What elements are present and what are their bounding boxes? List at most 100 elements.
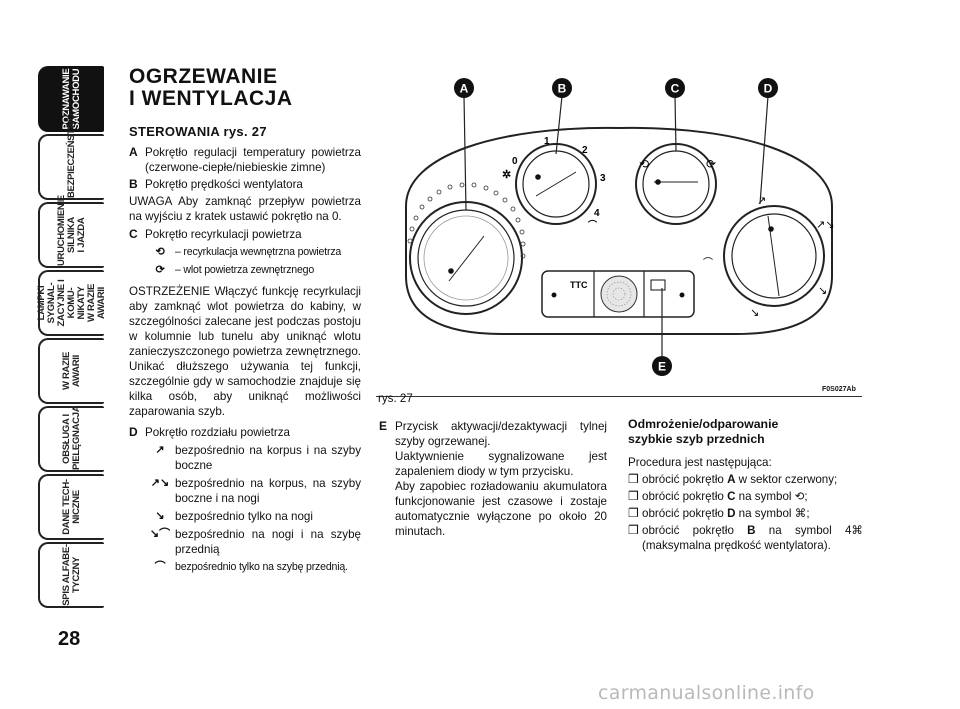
tab-uruchomienie[interactable]: URUCHOMIENIE SILNIKA I JAZDA xyxy=(38,195,104,268)
tab-dane-techniczne[interactable]: DANE TECH- NICZNE xyxy=(38,474,104,540)
callout-e: E xyxy=(652,356,672,376)
fan-speed-label: 1 xyxy=(544,136,550,147)
vent-face-feet-icon: ↗↘ xyxy=(150,477,170,489)
vent-feet-icon: ↘ xyxy=(818,284,827,297)
defrost-step: ❒ obrócić pokrętło A w sektor czerwony; xyxy=(628,472,863,487)
windshield-fan-icon: ⌒ xyxy=(587,219,598,230)
step-text: na symbol ⟲; xyxy=(735,490,808,503)
checkbox-icon: ❒ xyxy=(628,523,639,537)
checkbox-icon: ❒ xyxy=(628,506,639,520)
tab-label: URUCHOMIENIE SILNIKA I JAZDA xyxy=(56,195,87,266)
vent-face-feet-icon: ↗↘ xyxy=(816,218,834,231)
defrost-step: ❒ obrócić pokrętło B na symbol 4⌘ (maksy… xyxy=(628,523,863,553)
tab-label: LAMPKI SYGNAL- ZACYJNE I KOMU- NIKATY W … xyxy=(36,279,107,327)
watermark: carmanualsonline.info xyxy=(598,682,815,704)
control-key: D xyxy=(129,425,138,439)
warning-text: OSTRZEŻENIE Włączyć funkcję recyrkulacji… xyxy=(129,285,361,418)
symbol-text: bezpośrednio tylko na szybę przednią. xyxy=(175,561,348,573)
control-key: B xyxy=(129,177,138,191)
fan-speed-label: 3 xyxy=(600,173,606,184)
recirculation-icon: ⟲ xyxy=(639,157,649,171)
callout-label: E xyxy=(658,360,666,374)
callout-d: D xyxy=(758,78,778,98)
control-c: C Pokrętło recyrkulacji powietrza xyxy=(129,227,361,242)
d-symbol-body-side: ↗ bezpośrednio na korpus i na szyby bocz… xyxy=(129,443,361,473)
vent-feet-windshield-icon: ↘ xyxy=(750,306,759,319)
tab-label: SPIS ALFABE- TYCZNY xyxy=(61,544,82,606)
d-symbol-feet: ↘ bezpośrednio tylko na nogi xyxy=(129,509,361,524)
step-text: obrócić pokrętło xyxy=(642,473,728,486)
tab-label: DANE TECH- NICZNE xyxy=(61,479,82,535)
tab-lampki[interactable]: LAMPKI SYGNAL- ZACYJNE I KOMU- NIKATY W … xyxy=(36,270,107,336)
defrost-step: ❒ obrócić pokrętło D na symbol ⌘; xyxy=(628,506,863,521)
callout-c: C xyxy=(665,78,685,98)
defrost-step: ❒ obrócić pokrętło C na symbol ⟲; xyxy=(628,489,863,504)
control-text: Pokrętło recyrkulacji powietrza xyxy=(145,228,302,241)
checkbox-icon: ❒ xyxy=(628,489,639,503)
knob-a-temperature[interactable] xyxy=(409,201,523,315)
tab-label: BEZPIECZEŃSTWO xyxy=(66,113,77,198)
fan-speed-label: 4 xyxy=(594,208,600,219)
control-text: Przycisk aktywacji/dezaktywacji tylnej s… xyxy=(395,419,607,539)
knob-d-distribution[interactable]: ↗ ↗↘ ↘ ↘ ⌒ xyxy=(703,194,834,319)
knob-c-recirculation[interactable]: ⟲ ⟳ xyxy=(635,143,717,225)
d-symbol-feet-windshield: ↘⌒ bezpośrednio na nogi i na szybę przed… xyxy=(129,527,361,557)
control-e: E Przycisk aktywacji/dezaktywacji tylnej… xyxy=(379,419,607,539)
outside-air-icon: ⟳ xyxy=(706,157,716,171)
ttc-button[interactable]: TTC xyxy=(551,278,593,298)
control-key: A xyxy=(129,145,138,159)
rear-defrost-button[interactable] xyxy=(650,279,685,298)
control-b: B Pokrętło prędkości wentylatora xyxy=(129,177,361,192)
step-text: na symbol ⌘; xyxy=(735,507,810,520)
c-symbol-recirc: ⟲ – recyrkulacja wewnętrzna powietrza xyxy=(129,245,361,260)
control-text: Pokrętło prędkości wentylatora xyxy=(145,178,303,191)
symbol-text: bezpośrednio na korpus i na szyby boczne xyxy=(175,444,361,472)
step-key: D xyxy=(727,507,736,520)
tab-bezpieczenstwo[interactable]: BEZPIECZEŃSTWO xyxy=(38,113,104,200)
vent-feet-windshield-icon: ↘⌒ xyxy=(149,528,171,540)
defrost-intro: Procedura jest następująca: xyxy=(628,456,772,469)
step-text: obrócić pokrętło xyxy=(642,507,728,520)
page-number: 28 xyxy=(58,628,81,650)
step-text: obrócić pokrętło xyxy=(642,524,748,537)
symbol-text: bezpośrednio tylko na nogi xyxy=(175,510,313,523)
step-text: na symbol 4⌘ (maksymalna prędkość wentyl… xyxy=(642,524,863,552)
step-text: obrócić pokrętło xyxy=(642,490,728,503)
callout-b: B xyxy=(552,78,572,98)
knob-b-fan-speed[interactable] xyxy=(515,143,597,225)
windshield-icon: ⌒ xyxy=(154,561,166,573)
fan-icon: ✲ xyxy=(502,169,511,181)
step-key: C xyxy=(727,490,736,503)
control-text: Pokrętło rozdziału powietrza xyxy=(145,426,290,439)
step-key: B xyxy=(747,524,756,537)
checkbox-icon: ❒ xyxy=(628,472,639,486)
symbol-text: bezpośrednio na nogi i na szybę przednią xyxy=(175,528,361,556)
e-line: Aby zapobiec rozładowaniu akumulatora fu… xyxy=(395,480,607,538)
symbol-text: – recyrkulacja wewnętrzna powietrza xyxy=(175,246,342,258)
step-key: A xyxy=(727,473,736,486)
tab-obsluga[interactable]: OBSŁUGA I PIELĘGNACJA xyxy=(38,406,104,472)
control-key: E xyxy=(379,419,388,433)
page-title: OGRZEWANIE I WENTYLACJA xyxy=(129,65,293,110)
section-subhead: STEROWANIA rys. 27 xyxy=(129,124,267,139)
callout-label: D xyxy=(764,82,773,96)
callout-label: B xyxy=(558,82,567,96)
e-line: Uaktywnienie sygnalizowane jest zapaleni… xyxy=(395,450,607,478)
speaker-grille xyxy=(600,275,638,313)
callout-a: A xyxy=(454,78,474,98)
c-symbol-outside: ⟳ – wlot powietrza zewnętrznego xyxy=(129,263,361,278)
control-panel-figure: TTC 0 1 2 3 4 ✲ ⌒ xyxy=(405,78,834,376)
tab-label: W RAZIE AWARII xyxy=(61,352,82,391)
symbol-text: bezpośrednio na korpus, na szyby boczne … xyxy=(175,477,361,505)
fan-speed-scale: 0 1 2 3 4 ✲ ⌒ xyxy=(502,136,606,230)
fan-speed-label: 2 xyxy=(582,145,588,156)
note-b: UWAGA Aby zamknąć przepływ powietrza na … xyxy=(129,195,361,223)
d-symbol-windshield: ⌒ bezpośrednio tylko na szybę przednią. xyxy=(129,560,361,575)
tab-poznawanie[interactable]: POZNAWANIE SAMOCHODU xyxy=(38,66,104,132)
tab-spis-alfabetyczny[interactable]: SPIS ALFABE- TYCZNY xyxy=(38,542,104,608)
figure-caption: rys. 27 xyxy=(378,392,413,405)
outside-air-icon: ⟳ xyxy=(155,264,165,276)
tab-w-razie-awarii[interactable]: W RAZIE AWARII xyxy=(38,338,104,404)
callout-lines xyxy=(463,95,769,356)
temperature-scale-dots xyxy=(407,182,526,259)
